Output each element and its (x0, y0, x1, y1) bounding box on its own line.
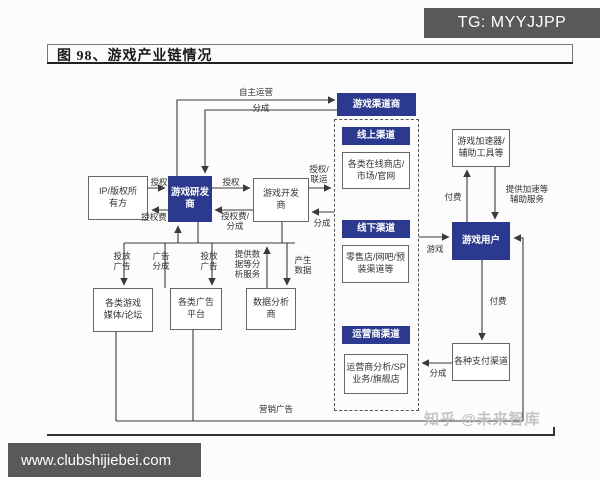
edge-label-share-payment: 分成 (429, 368, 447, 378)
site-watermark-bar: www.clubshijiebei.com (8, 443, 201, 477)
box-ip-owner: IP/版权所 有方 (88, 176, 148, 220)
edge-label-license-fee-share: 授权费/ 分成 (221, 211, 249, 232)
channel-group-container (334, 119, 419, 411)
header-tag-text: TG: MYYJJPP (457, 14, 567, 31)
figure-rule-corner-tick (553, 427, 555, 436)
box-data-analytics: 数据分析 商 (246, 288, 296, 330)
box-payment-channels: 各种支付渠道 (452, 343, 510, 381)
box-operator-channel: 运营商渠道 (342, 326, 410, 344)
box-online-channel: 线上渠道 (342, 127, 410, 145)
zhihu-watermark: 知乎 @未来智库 (424, 411, 541, 428)
box-channel-distributor: 游戏渠道商 (337, 93, 416, 116)
box-retail-channel: 零售店/网吧/预 装渠道等 (342, 245, 409, 283)
edge-label-ad-share: 广告 分成 (152, 251, 170, 272)
title-rule-bottom (47, 62, 573, 64)
title-rule-tick-right (572, 44, 573, 63)
title-rule-tick-left (47, 44, 48, 63)
box-operator-services: 运营商分析/SP 业务/旗舰店 (344, 354, 408, 394)
edge-label-license-ip: 授权 (150, 177, 168, 187)
edge-label-place-ads-platform: 投放 广告 (200, 251, 218, 272)
edge-label-accelerator-service: 提供加速等 辅助服务 (505, 184, 549, 205)
edge-label-game: 游戏 (426, 244, 444, 254)
box-online-stores: 各类在线商店/ 市场/官网 (342, 152, 410, 189)
figure-title: 图 98、游戏产业链情况 (57, 49, 213, 64)
box-offline-channel: 线下渠道 (342, 220, 410, 238)
edge-label-license-fee: 授权费 (141, 212, 167, 222)
box-game-user: 游戏用户 (452, 222, 510, 260)
header-tag-badge: TG: MYYJJPP (424, 8, 600, 38)
edge-label-marketing-ads: 营销广告 (258, 404, 293, 414)
box-game-publisher: 游戏开发 商 (253, 178, 309, 222)
edge-label-share-mid: 分成 (313, 218, 331, 228)
edge-label-data-service: 提供数 据等分 析服务 (234, 249, 261, 280)
title-rule-top (47, 44, 573, 45)
edge-label-license-joint: 授权/ 联运 (309, 164, 329, 185)
edge-label-place-ads-media: 投放 广告 (113, 251, 131, 272)
box-game-accelerator: 游戏加速器/ 辅助工具等 (452, 129, 510, 167)
box-game-developer: 游戏研发 商 (168, 176, 212, 222)
edge-label-pay-accelerator: 付费 (444, 192, 462, 202)
edge-label-share-top: 分成 (252, 103, 270, 113)
edge-label-pay-payment: 付费 (489, 296, 507, 306)
site-watermark-text: www.clubshijiebei.com (21, 451, 172, 469)
edge-label-generate-data: 产生 数据 (294, 255, 312, 276)
edge-label-license-dev: 授权 (222, 177, 240, 187)
figure-rule-bottom (47, 434, 554, 436)
edge-label-self-operation: 自主运营 (238, 87, 273, 97)
box-game-media: 各类游戏 媒体/论坛 (93, 288, 153, 332)
box-ad-platform: 各类广告 平台 (170, 288, 222, 330)
